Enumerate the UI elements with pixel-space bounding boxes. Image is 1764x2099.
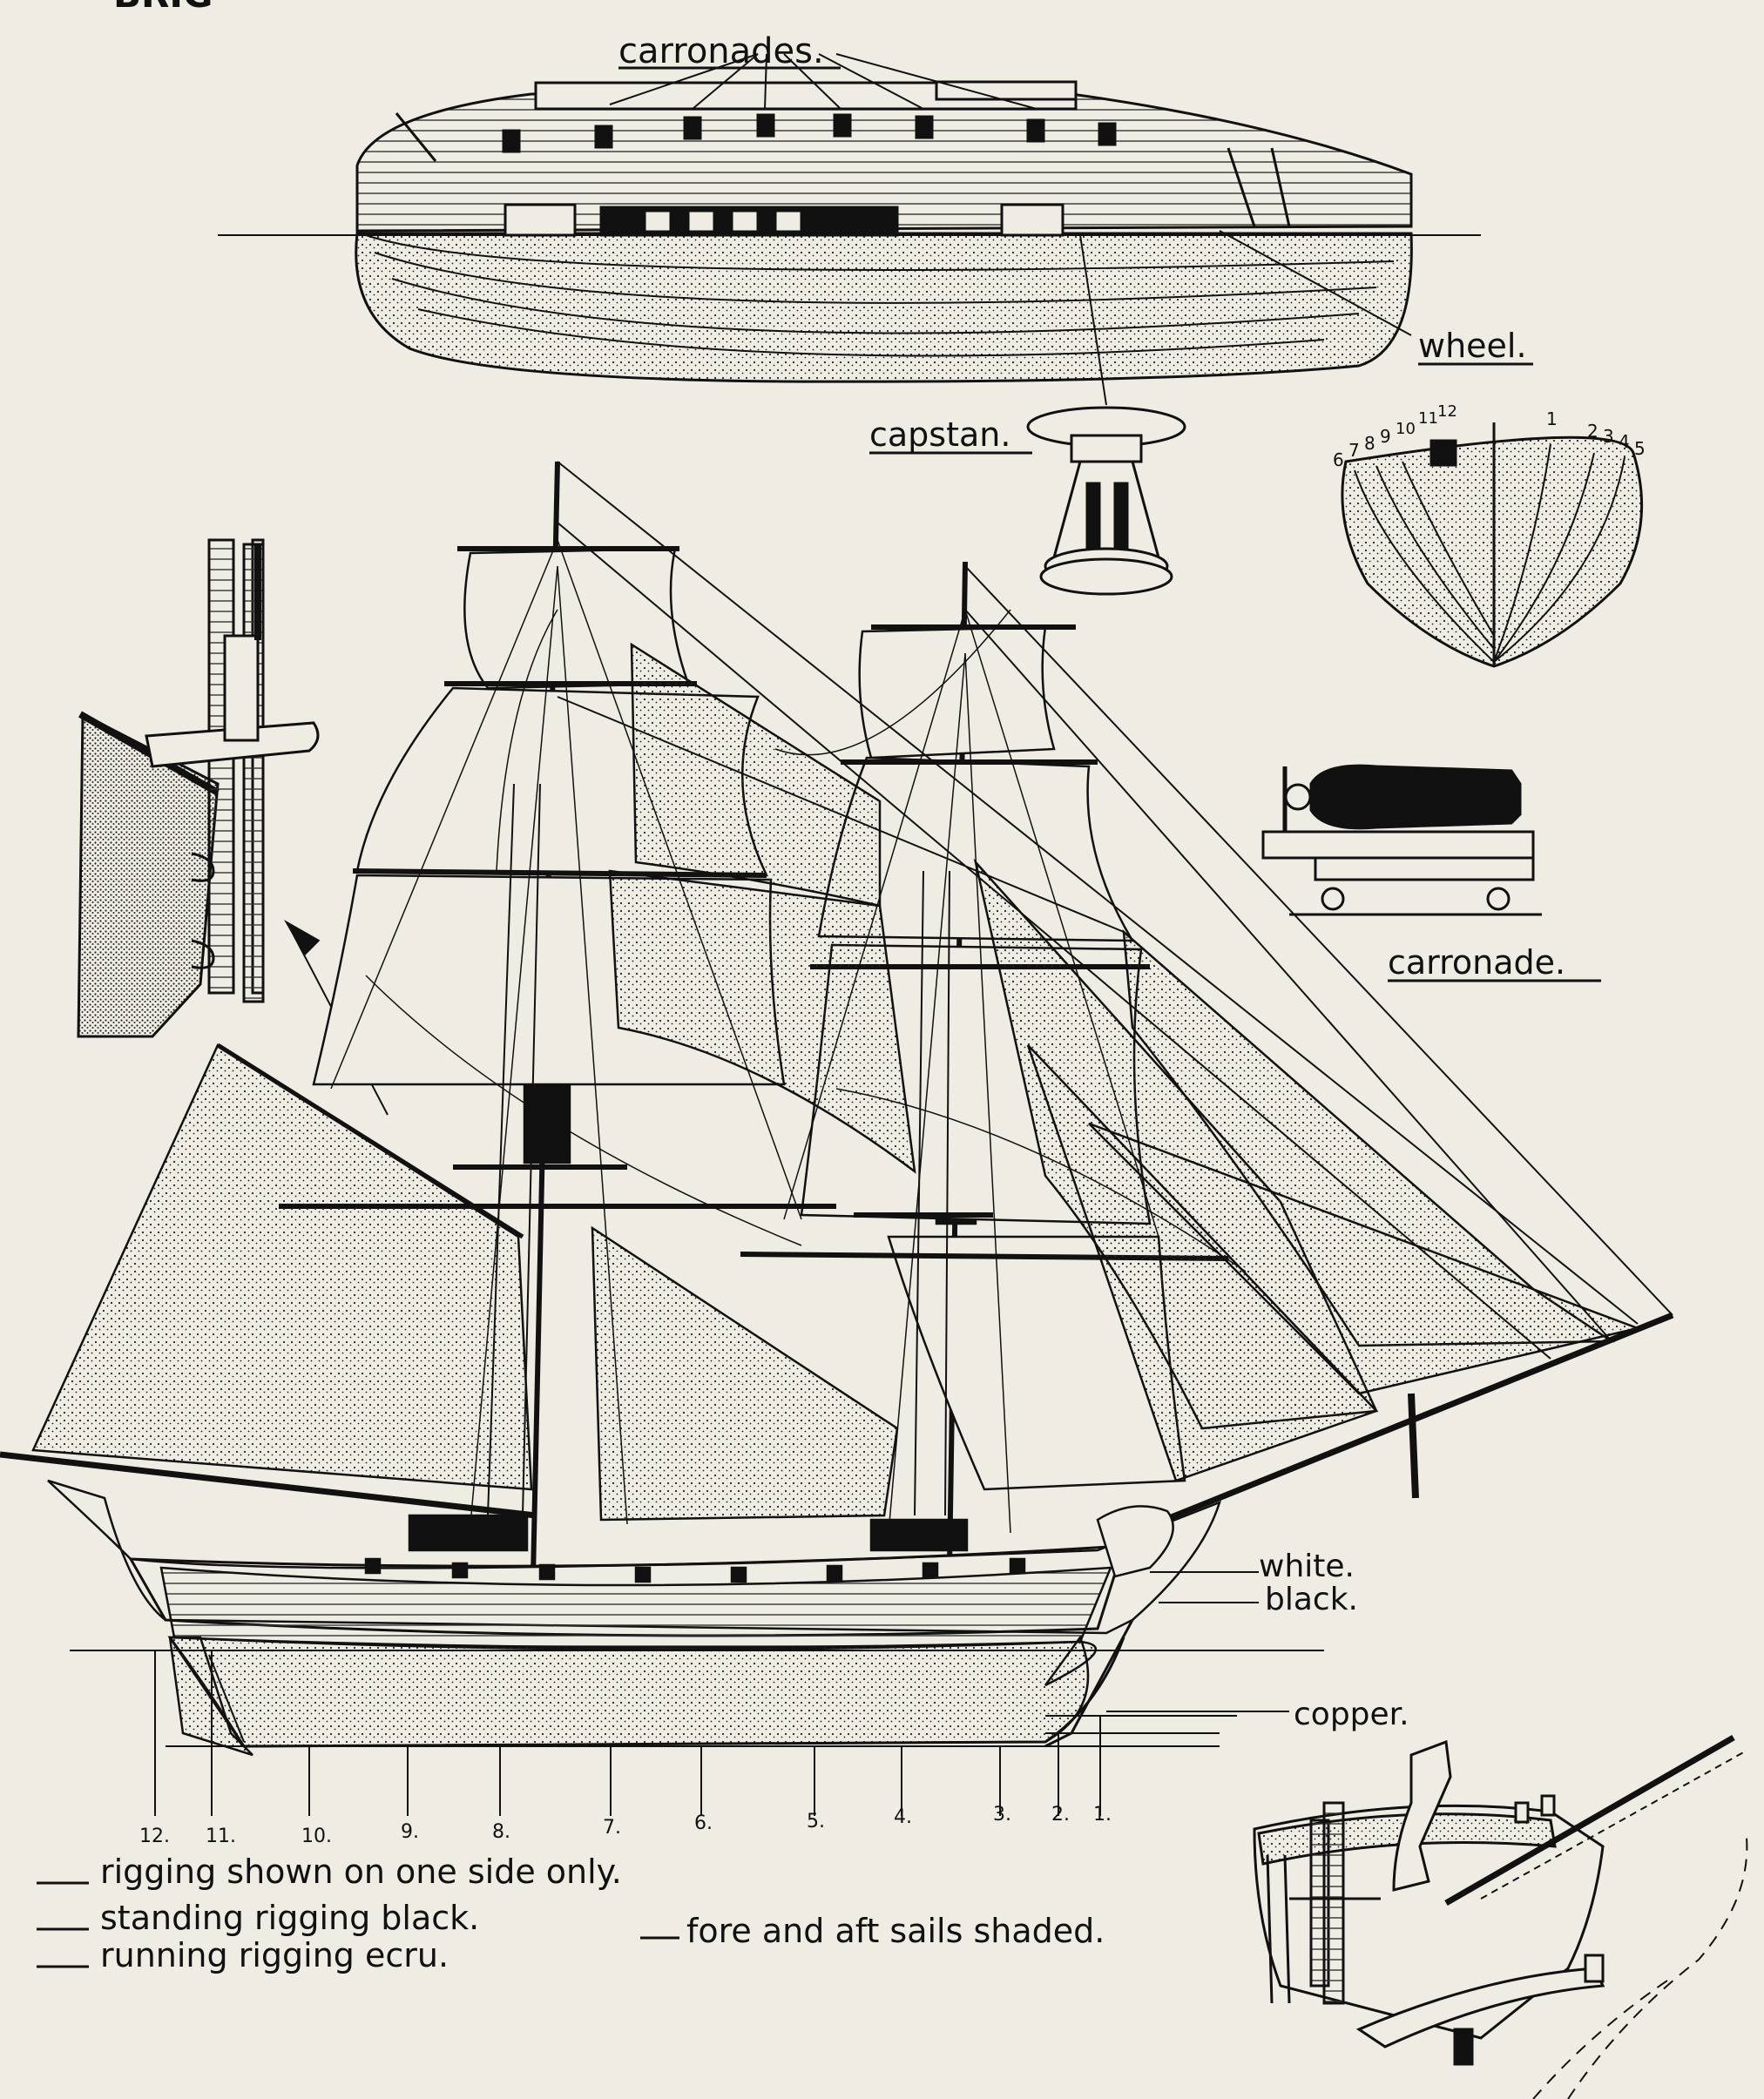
section-number: 11 bbox=[1418, 409, 1438, 428]
station-number: 7. bbox=[603, 1817, 621, 1839]
capstan-detail bbox=[1026, 406, 1186, 596]
legend-item: standing rigging black. bbox=[100, 1899, 479, 1937]
capstan-label: capstan. bbox=[869, 415, 1010, 454]
section-number: 12 bbox=[1437, 402, 1457, 421]
carronade-detail bbox=[1261, 764, 1542, 916]
body-section-plan bbox=[1341, 422, 1644, 668]
legend: rigging shown on one side only. standing… bbox=[37, 1853, 1105, 1974]
copper-label: copper. bbox=[1294, 1697, 1409, 1732]
legend-item: fore and aft sails shaded. bbox=[686, 1912, 1105, 1950]
mast-top-detail bbox=[77, 538, 389, 1116]
black-label: black. bbox=[1265, 1582, 1358, 1617]
hull-cutaway-profile bbox=[218, 53, 1481, 406]
station-number: 8. bbox=[492, 1821, 510, 1843]
station-numbers: 12. 11. 10. 9. 8. 7. 6. 5. 4. 3. 2. 1. bbox=[139, 1804, 1112, 1847]
section-number: 9 bbox=[1380, 426, 1391, 447]
section-number: 3 bbox=[1603, 426, 1614, 447]
white-label: white. bbox=[1259, 1549, 1355, 1584]
station-number: 10. bbox=[301, 1826, 332, 1847]
brig-sail-plan bbox=[0, 461, 1674, 1757]
station-number: 1. bbox=[1093, 1804, 1112, 1826]
corner-text: BRIG bbox=[113, 0, 213, 16]
section-number: 2 bbox=[1587, 421, 1598, 442]
station-number: 9. bbox=[401, 1821, 419, 1843]
legend-item: rigging shown on one side only. bbox=[100, 1853, 622, 1891]
station-number: 11. bbox=[206, 1826, 236, 1847]
station-number: 12. bbox=[139, 1826, 170, 1847]
section-numbers-left: 6 7 8 9 10 11 12 bbox=[1333, 402, 1457, 470]
station-ticks bbox=[154, 1650, 1101, 1816]
wheel-label: wheel. bbox=[1418, 327, 1527, 365]
section-number: 4 bbox=[1619, 431, 1630, 452]
section-number: 10 bbox=[1396, 420, 1416, 438]
station-number: 3. bbox=[993, 1804, 1011, 1826]
section-number: 6 bbox=[1333, 449, 1344, 470]
section-number: 8 bbox=[1364, 433, 1375, 454]
bow-detail bbox=[1253, 1734, 1748, 2099]
carronades-label: carronades. bbox=[618, 31, 824, 71]
section-number: 5 bbox=[1634, 438, 1646, 459]
legend-item: running rigging ecru. bbox=[100, 1936, 449, 1974]
station-number: 5. bbox=[807, 1811, 825, 1832]
section-number: 1 bbox=[1546, 408, 1558, 429]
station-number: 4. bbox=[894, 1806, 912, 1828]
carronade-label: carronade. bbox=[1388, 943, 1565, 982]
station-number: 6. bbox=[694, 1812, 713, 1834]
section-number: 7 bbox=[1348, 440, 1360, 461]
station-number: 2. bbox=[1051, 1804, 1070, 1826]
section-numbers-right: 1 2 3 4 5 bbox=[1546, 408, 1646, 459]
